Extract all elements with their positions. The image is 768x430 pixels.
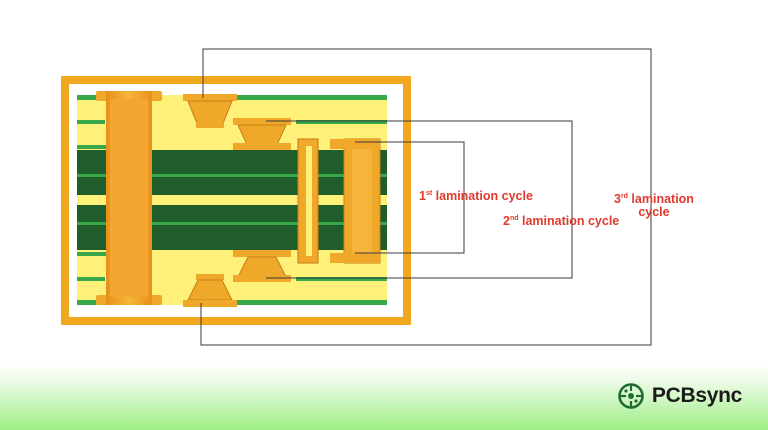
through-hole-via — [96, 91, 162, 305]
bracket-cycle-3 — [200, 48, 652, 346]
microvia-top-1 — [183, 94, 237, 128]
label-lamination-cycle-2: 2nd lamination cycle — [503, 214, 620, 228]
footer-band: PCBsync — [0, 364, 768, 430]
pcbsync-logo-icon — [618, 383, 644, 409]
brand-name: PCBsync — [651, 384, 742, 407]
microvia-bottom-2 — [233, 250, 291, 282]
bracket-cycle-1 — [355, 141, 465, 254]
bracket-cycle-2 — [266, 120, 573, 279]
label-lamination-cycle-1: 1st lamination cycle — [419, 189, 533, 203]
copper-traces — [77, 95, 387, 305]
brand-logo: PCBsync — [617, 382, 742, 410]
lamination-brackets — [200, 48, 652, 346]
buried-via — [297, 138, 381, 264]
microvia-top-2 — [233, 118, 291, 150]
microvia-bottom-1 — [183, 274, 237, 307]
